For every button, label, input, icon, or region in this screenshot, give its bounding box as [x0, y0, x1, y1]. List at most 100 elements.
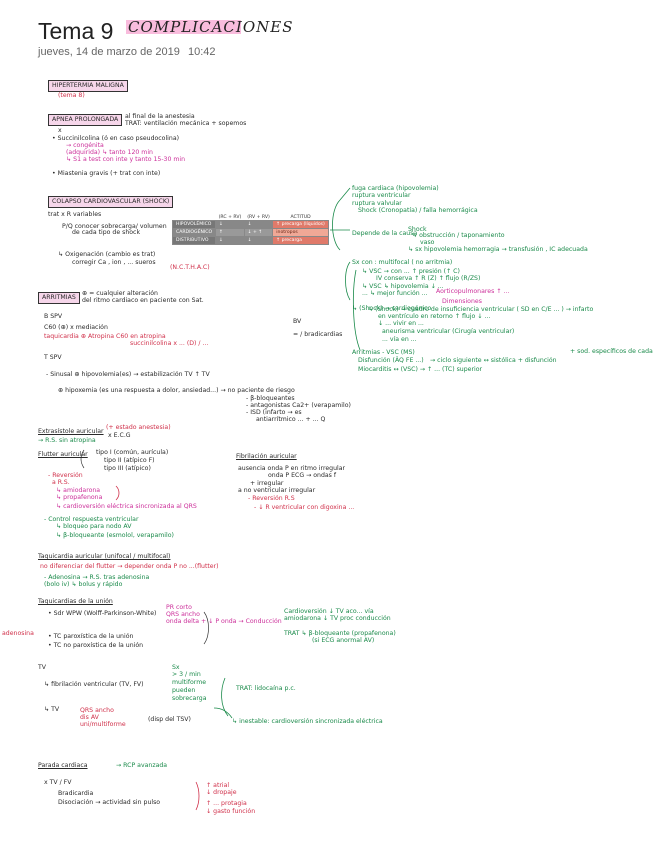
note-line: Extrasístole auricular [38, 428, 104, 436]
note-line: tipo I (común, aurícula) [96, 449, 168, 457]
note-line: x [58, 127, 62, 135]
note-line: BV [293, 318, 301, 326]
table-cell: ↓ [216, 237, 245, 245]
note-line: = / bradicardias [293, 331, 342, 339]
note-line: pueden [172, 687, 195, 695]
note-line: Taquicardia auricular (unifocal / multif… [38, 553, 170, 561]
note-line: corregir Ca , ion , ... sueros [72, 259, 156, 267]
note-line: Dimensiones [442, 298, 482, 306]
note-line: ↓ gasto función [206, 808, 255, 816]
note-line: multiforme [172, 679, 206, 687]
table-cell: ↓ [244, 221, 273, 229]
note-line: (tema 8) [58, 92, 85, 100]
note-line: ↳ inestable: cardioversión sincronizada … [232, 718, 383, 726]
table-cell: HIPOVOLÉMICO [173, 221, 216, 229]
note-line: B SPV [44, 313, 62, 321]
table-cell: ↑ [216, 229, 245, 237]
table-row: HIPOVOLÉMICO ↓ ↓ ↑ precarga (líquidos) [173, 221, 329, 229]
note-line: TRAT: lidocaína p.c. [236, 685, 296, 693]
note-line: - Reversión R.S [248, 495, 295, 503]
table-cell: ↓ [216, 221, 245, 229]
note-line: sobrecarga [172, 695, 207, 703]
note-line: ↳ β-bloqueante (esmolol, verapamilo) [56, 532, 174, 540]
note-line: (+ estado anestesia) [106, 424, 171, 432]
note-line: ruptura ventricular [352, 192, 411, 200]
note-line: Sx con : multifocal ( no arritmia) [352, 259, 452, 267]
note-line: x TV / FV [44, 779, 71, 787]
table-cell: DISTRIBUTIVO [173, 237, 216, 245]
note-line: Shock (Cronopatía) / falla hemorrágica [358, 207, 478, 215]
table-cell: ↑ precarga (líquidos) [273, 221, 329, 229]
note-line: onda delta + ↓ P onda → Conducción [166, 618, 282, 626]
note-line: T SPV [44, 354, 62, 362]
note-line: TRAT: ventilación mecánica + sopemos [125, 120, 246, 128]
note-line: Taquicardias de la unión [38, 598, 113, 606]
note-line: x E.C.G [108, 432, 131, 440]
table-cell: ↓ + ↑ [244, 229, 273, 237]
note-line: ⊕ hipoxemia (es una respuesta a dolor, a… [58, 387, 295, 395]
note-line: ↳ TV [44, 706, 59, 714]
note-line: Bradicardia [58, 790, 93, 798]
note-line: ... ↳ mejor función ... [362, 290, 428, 298]
table-cell: CARDIOGÉNICO [173, 229, 216, 237]
note-line: onda P ECG → ondas f [268, 472, 336, 480]
note-line: adenosina [2, 630, 34, 638]
table-cell: ↑ precarga [273, 237, 329, 245]
note-line: a no ventricular irregular [238, 487, 315, 495]
shock-table: (RC + RV) (RV + RV) ACTITUD HIPOVOLÉMICO… [172, 214, 329, 245]
note-line: → R.S. sin atropina [38, 437, 96, 445]
note-line: Fibrilación auricular [236, 453, 297, 461]
note-line: (si ECG anormal AV) [312, 637, 374, 645]
note-line: antiarrítmico ... + ... Q [256, 416, 325, 424]
note-line: Disociación → actividad sin pulso [58, 799, 160, 807]
note-line: tipo III (atípico) [104, 465, 151, 473]
note-line: > 3 / min [172, 671, 201, 679]
note-line: ARRITMIAS [38, 292, 80, 304]
note-line: • TC paroxística de la unión [48, 633, 133, 641]
note-line: ↳ bloqueo para nodo AV [56, 523, 131, 531]
note-line: ↓ dropaje [206, 789, 237, 797]
note-line: + sod. específicos de cada etapa [570, 348, 655, 356]
note-line: ↳ S1 a test con inte y tanto 15-30 min [66, 156, 185, 164]
note-line: APNEA PROLONGADA [48, 114, 122, 126]
note-line: ↳ sx hipovolemia hemorragia → transfusió… [408, 246, 588, 254]
note-line: del ritmo cardiaco en paciente con Sat. [82, 297, 204, 305]
table-row: DISTRIBUTIVO ↓ ↓ ↑ precarga [173, 237, 329, 245]
note-line: succinilcolina x ... (D) / ... [130, 340, 208, 348]
table-cell: ↓ [244, 237, 273, 245]
note-line: uni/multiforme [80, 721, 126, 729]
note-line: ↓ ... vivir en ... [378, 320, 424, 328]
note-line: aneurisma ventricular (Cirugía ventricul… [382, 328, 514, 336]
note-line: Arritmias - VSC (MS) [352, 349, 415, 357]
note-line: ↑ ... protagia [206, 800, 247, 808]
note-line: TV [38, 664, 46, 672]
note-line: tipo II (atípico F) [104, 457, 155, 465]
note-line: no diferenciar del flutter → depender on… [40, 563, 219, 571]
note-line: a R.S. [52, 479, 70, 487]
note-line: • Miastenia gravis (+ trat con inte) [52, 170, 160, 178]
note-line: Flutter auricular [38, 451, 88, 459]
table-row: CARDIOGÉNICO ↑ ↓ + ↑ inotropos [173, 229, 329, 237]
note-line: COLAPSO CARDIOVASCULAR (SHOCK) [48, 196, 173, 208]
note-line: C60 (⊕) x mediación [44, 324, 108, 332]
note-line: Aorticopulmonares ↑ ... [436, 288, 509, 296]
note-line: → RCP avanzada [116, 762, 167, 770]
note-line: - Sinusal ⊕ hipovolemia(es) → estabiliza… [46, 371, 210, 379]
note-line: • TC no paroxística de la unión [48, 642, 143, 650]
note-line: HIPERTERMIA MALIGNA [48, 80, 128, 92]
note-line: de cada tipo de shock [72, 229, 140, 237]
note-line: amiodarona ↓ TV proc conducción [284, 615, 391, 623]
note-line: (N.C.T.H.A.C) [170, 264, 210, 272]
note-line: • Sdr WPW (Wolff-Parkinson-White) [48, 610, 156, 618]
note-line: ↳ fibrilación ventricular (TV, FV) [44, 681, 144, 689]
note-line: Miocarditis ↔ (VSC) → ↑ ... (TC) superio… [358, 366, 482, 374]
note-line: Parada cardiaca [38, 762, 88, 770]
note-line: ↳ Oxigenación (cambio es trat) [58, 251, 155, 259]
note-line: ↳ cardioversión eléctrica sincronizada a… [56, 503, 197, 511]
note-line: trat x R variables [48, 211, 101, 219]
note-line: Disfunción (ÂQ FE ...) [358, 357, 424, 365]
note-line: IV conserva ↑ R (Z) ↑ flujo (R/ZS) [376, 275, 480, 283]
note-line: → ciclo siguiente ↔ sistólica + disfunci… [430, 357, 557, 365]
note-line: (bolo iv) ↳ bolus y rápido [44, 581, 122, 589]
note-line: ... vía en ... [382, 336, 417, 344]
